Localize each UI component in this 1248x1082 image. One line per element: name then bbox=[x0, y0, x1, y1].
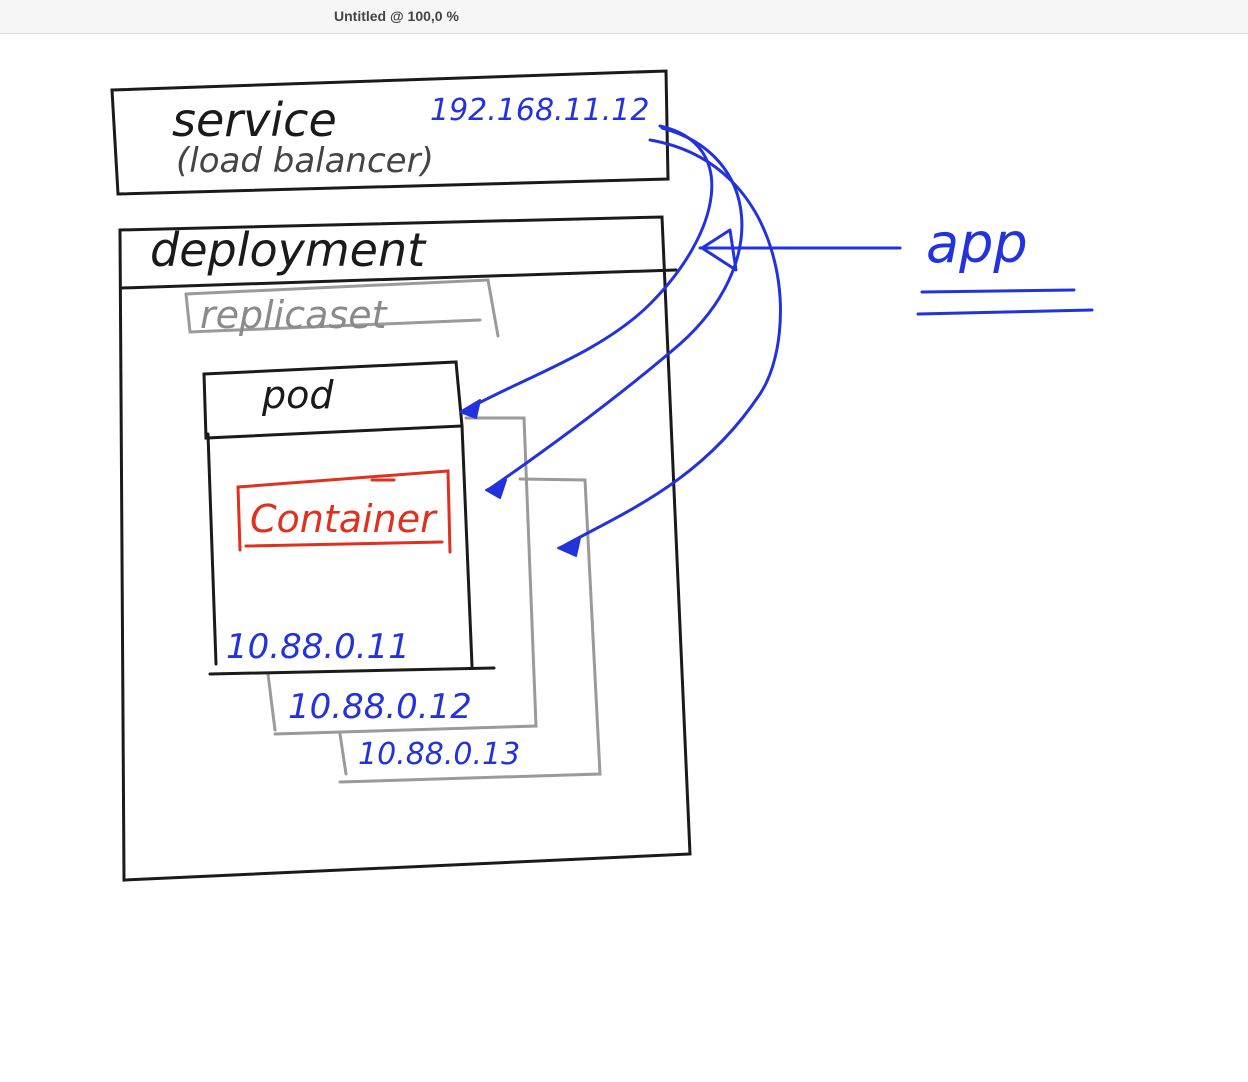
arrow-to-pod-3 bbox=[558, 138, 782, 550]
arrow-to-pod-1 bbox=[460, 124, 714, 414]
arrow-to-pod-2 bbox=[486, 126, 744, 492]
container-label: Container bbox=[250, 497, 438, 541]
service-to-pod-arrows bbox=[460, 124, 782, 550]
pod-label: pod bbox=[261, 373, 334, 417]
container-box bbox=[236, 469, 452, 554]
replicaset-label: replicaset bbox=[200, 293, 389, 337]
service-label: service bbox=[172, 93, 337, 147]
app-underline bbox=[916, 288, 1094, 316]
pod-replica-3 bbox=[338, 477, 602, 784]
app-label: app bbox=[926, 212, 1028, 275]
service-box bbox=[110, 69, 670, 196]
pod-ip-3: 10.88.0.13 bbox=[358, 737, 520, 772]
service-sublabel: (load balancer) bbox=[176, 141, 434, 181]
app-arrow bbox=[698, 228, 902, 272]
window-title: Untitled @ 100,0 % bbox=[334, 8, 459, 24]
pod-ip-2: 10.88.0.12 bbox=[288, 687, 472, 727]
arrowhead-pod-2 bbox=[485, 479, 507, 499]
replicaset-box bbox=[184, 278, 500, 338]
pod-replica-2 bbox=[266, 416, 538, 736]
window-titlebar: Untitled @ 100,0 % bbox=[0, 0, 1248, 34]
pod-box bbox=[202, 360, 496, 676]
pod-ip-1: 10.88.0.11 bbox=[226, 627, 410, 667]
deployment-box bbox=[118, 215, 692, 882]
arrowhead-pod-3 bbox=[557, 537, 581, 557]
arrow-heads bbox=[459, 399, 581, 557]
deployment-label: deployment bbox=[150, 223, 427, 277]
drawing-canvas: service (load balancer) 192.168.11.12 de… bbox=[110, 69, 1094, 882]
arrowhead-pod-1 bbox=[459, 399, 481, 419]
service-ip: 192.168.11.12 bbox=[430, 93, 649, 128]
